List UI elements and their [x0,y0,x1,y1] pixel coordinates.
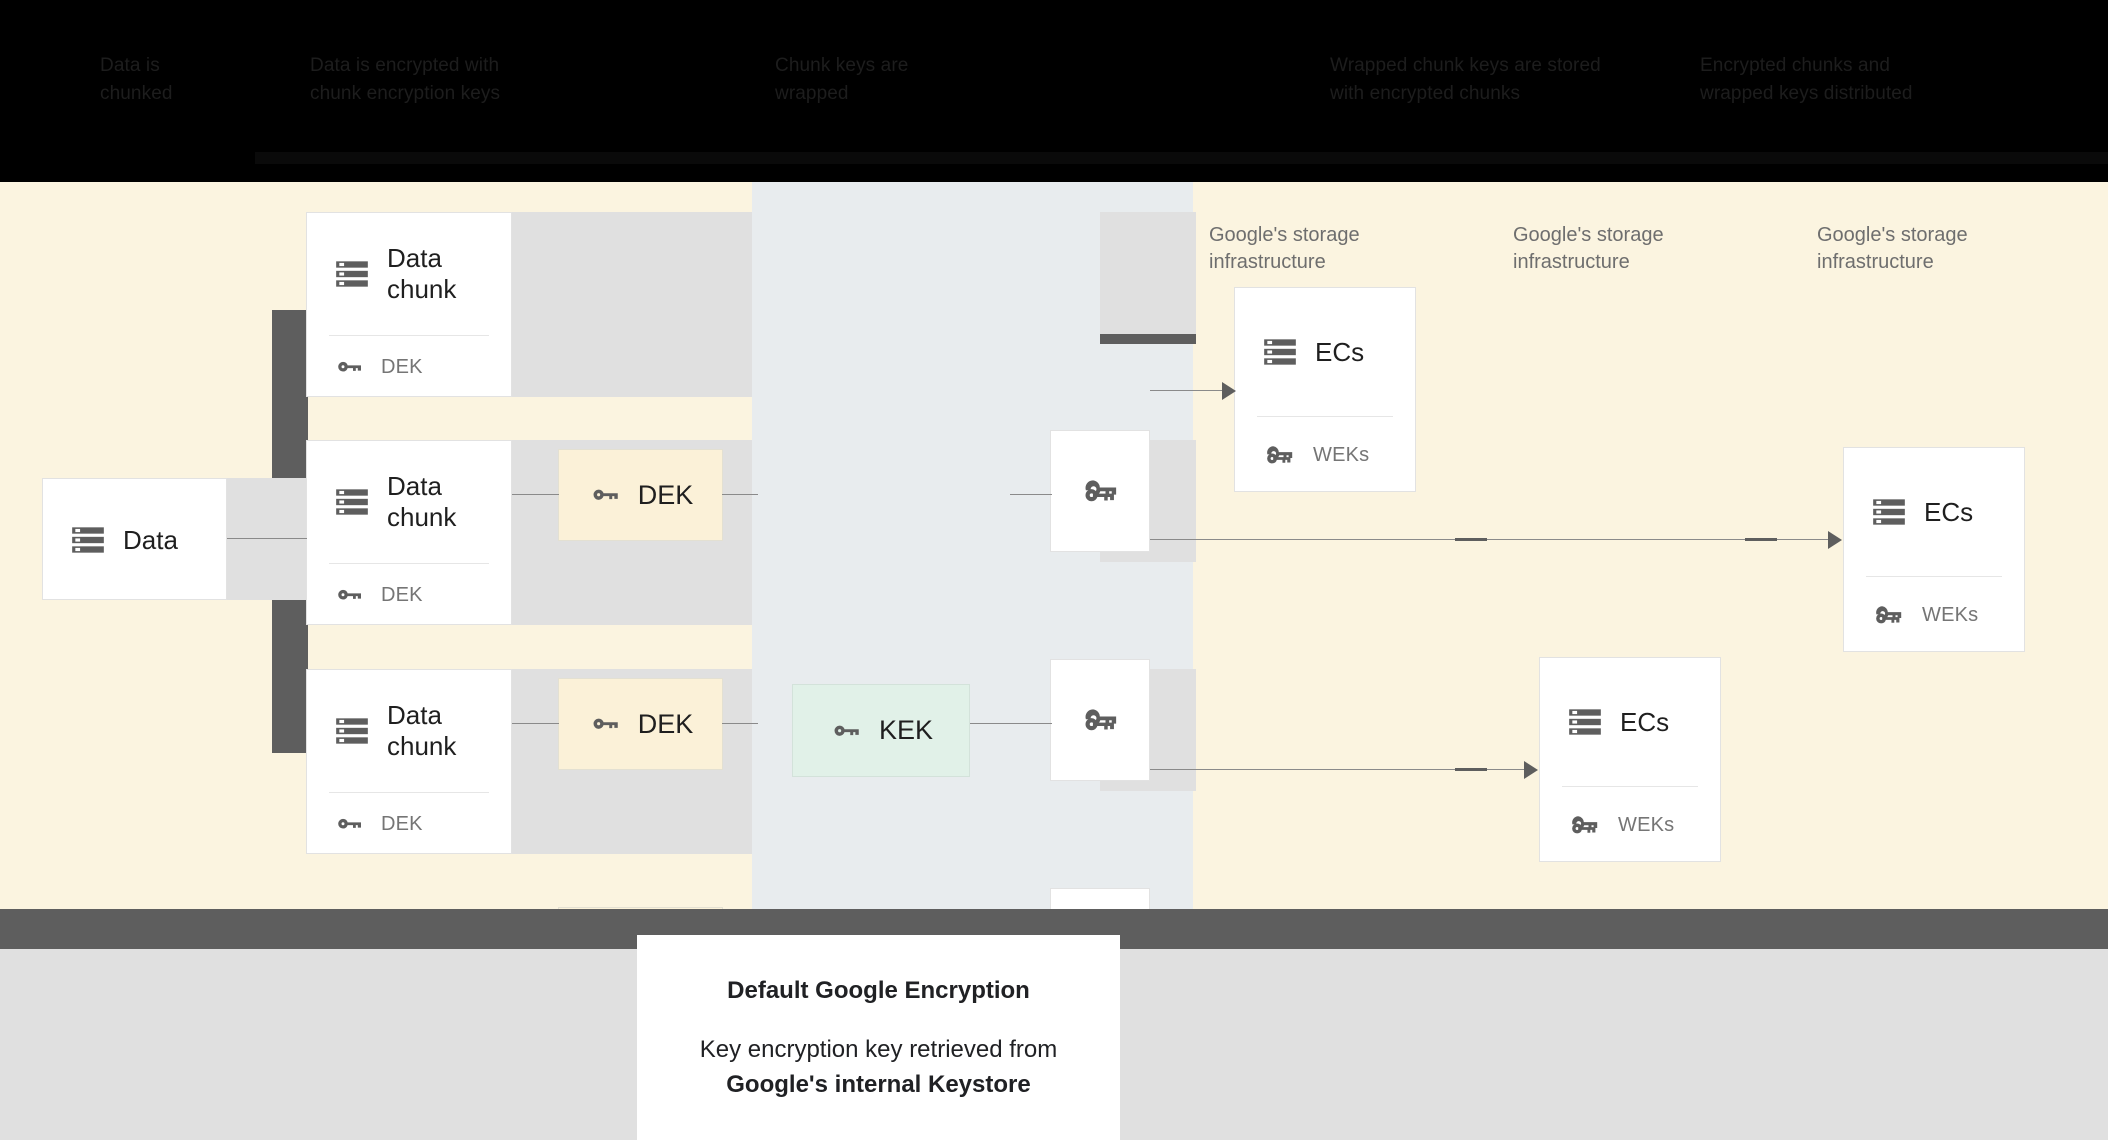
infra-label-1: Google's storage infrastructure [1209,224,1360,273]
chunk-card-1[interactable]: Data chunk DEK [306,212,512,397]
storage-icon [333,712,371,750]
chunk-card-3[interactable]: Data chunk DEK [306,669,512,854]
key-icon [333,808,365,840]
dek-box-1[interactable]: DEK [558,449,723,541]
infra-label-3: Google's storage infrastructure [1817,224,1968,273]
chunk-card-label: Data chunk [387,243,457,304]
key-icon [829,714,863,748]
wire-dek1-right [722,494,758,495]
wrapped-backdrop-1 [1100,212,1196,334]
wrapped-key-box-2[interactable] [1050,659,1150,781]
ec-card-title: ECs [1315,336,1365,367]
caption-line-2: Google's internal Keystore [726,1070,1031,1098]
header-column-4: Wrapped chunk keys are stored with encry… [1330,55,1601,104]
ec-card-3[interactable]: ECs WEKs [1843,447,2025,652]
arrow-dash-b [1745,538,1777,541]
wire-chunk2-dek2 [512,723,559,724]
wire-chunk1-dek1 [512,494,559,495]
infra-label-2: Google's storage infrastructure [1513,224,1664,273]
wire-to-wk1 [1010,494,1052,495]
dek-label: DEK [637,708,694,739]
data-card-label: Data [123,524,178,555]
chunk-card-label: Data chunk [387,471,457,532]
kek-box[interactable]: KEK [792,684,970,777]
wire-kek-to-wk2 [970,723,1052,724]
card-divider [1562,786,1698,787]
arrow-head-to-ec3 [1828,531,1842,549]
arrow-line-to-ec2 [1150,769,1534,770]
wrapped-key-icon [1566,807,1602,843]
arrow-dash-a [1455,538,1487,541]
caption-line-1: Key encryption key retrieved from [699,1036,1058,1063]
chunk-card-2[interactable]: Data chunk DEK [306,440,512,625]
wrapped-key-icon [1870,597,1906,633]
arrow-line-to-ec1 [1150,390,1230,391]
wrapped-key-icon [1261,437,1297,473]
storage-icon [1870,493,1908,531]
header-column-1: Data is chunked [100,55,173,104]
storage-icon [1261,333,1299,371]
wrapped-key-box-1[interactable] [1050,430,1150,552]
key-icon [333,579,365,611]
chunk-key-label: DEK [381,583,423,606]
arrow-dash-c [1455,768,1487,771]
dek-box-2[interactable]: DEK [558,678,723,770]
card-divider [1866,576,2002,577]
chunk-card-label: Data chunk [387,700,457,761]
storage-icon [69,521,107,559]
wrapped-key-icon [1078,469,1122,513]
caption-title: Default Google Encryption [727,977,1030,1004]
card-divider [329,563,489,564]
encryption-flow-diagram: Data Data chunk [0,182,2108,1010]
dek-label: DEK [637,479,694,510]
ec-card-1[interactable]: ECs WEKs [1234,287,1416,492]
header-divider [255,152,2108,164]
caption-card: Default Google Encryption Key encryption… [637,935,1120,1140]
ec-key-label: WEKs [1618,813,1675,836]
card-divider [329,792,489,793]
data-card[interactable]: Data [42,478,227,600]
header-column-2: Data is encrypted with chunk encryption … [310,55,501,104]
ec-key-label: WEKs [1313,443,1370,466]
header-column-5: Encrypted chunks and wrapped keys distri… [1700,55,1913,104]
rail-branch-lower [272,729,308,753]
chunk-backdrop-1 [512,212,752,397]
key-icon [333,351,365,383]
arrow-head-to-ec1 [1222,382,1236,400]
ec-card-title: ECs [1620,706,1670,737]
key-icon [588,707,622,741]
storage-icon [333,255,371,293]
wire-dek2-right [722,723,758,724]
arrow-line-to-ec3 [1150,539,1838,540]
card-divider [1257,416,1393,417]
chunk-key-label: DEK [381,355,423,378]
caption-body: Key encryption key retrieved from Google… [700,1033,1057,1103]
header-band: Data is chunked Data is encrypted with c… [0,0,2108,158]
storage-icon [1566,703,1604,741]
ec-card-title: ECs [1924,496,1974,527]
ec-key-label: WEKs [1922,603,1979,626]
kek-label: KEK [878,715,934,745]
data-backdrop [225,478,321,600]
key-icon [588,478,622,512]
storage-icon [333,483,371,521]
wrapped-key-icon [1078,698,1122,742]
arrow-head-to-ec2 [1524,761,1538,779]
ec-card-2[interactable]: ECs WEKs [1539,657,1721,862]
header-column-3: Chunk keys are wrapped [775,55,909,104]
card-divider [329,335,489,336]
wire-data-to-chunks [227,538,307,539]
chunk-key-label: DEK [381,812,423,835]
